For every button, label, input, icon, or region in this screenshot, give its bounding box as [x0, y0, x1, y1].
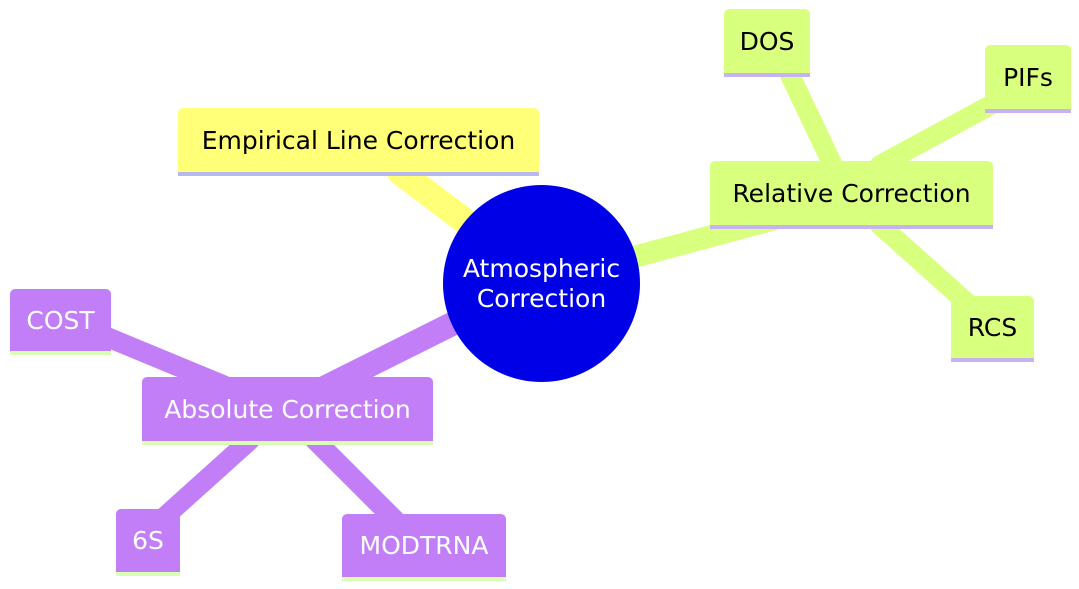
- node-label: Empirical Line Correction: [201, 125, 516, 155]
- root-node-atmospheric-correction: Atmospheric Correction: [443, 185, 640, 382]
- node-label: RCS: [967, 312, 1018, 342]
- root-label-line2: Correction: [476, 283, 607, 313]
- node-relative-correction: Relative Correction: [710, 161, 993, 229]
- node-label: Relative Correction: [732, 178, 971, 208]
- node-label: DOS: [739, 26, 795, 56]
- node-pifs: PIFs: [985, 45, 1071, 113]
- node-dos: DOS: [724, 9, 810, 77]
- edge-root-empirical: [387, 159, 483, 238]
- node-empirical-line-correction: Empirical Line Correction: [178, 108, 539, 176]
- node-label: Absolute Correction: [164, 394, 411, 424]
- node-cost: COST: [10, 289, 111, 355]
- edge-relative-pifs: [870, 90, 1010, 175]
- node-absolute-correction: Absolute Correction: [142, 377, 433, 445]
- node-6s: 6S: [116, 509, 180, 576]
- node-modtrna: MODTRNA: [342, 514, 506, 581]
- node-label: MODTRNA: [359, 531, 489, 560]
- node-label: 6S: [132, 526, 164, 555]
- node-label: COST: [26, 305, 95, 335]
- root-label-line1: Atmospheric: [462, 253, 621, 283]
- node-rcs: RCS: [951, 296, 1034, 362]
- node-label: PIFs: [1003, 62, 1053, 92]
- edge-relative-rcs: [870, 215, 985, 320]
